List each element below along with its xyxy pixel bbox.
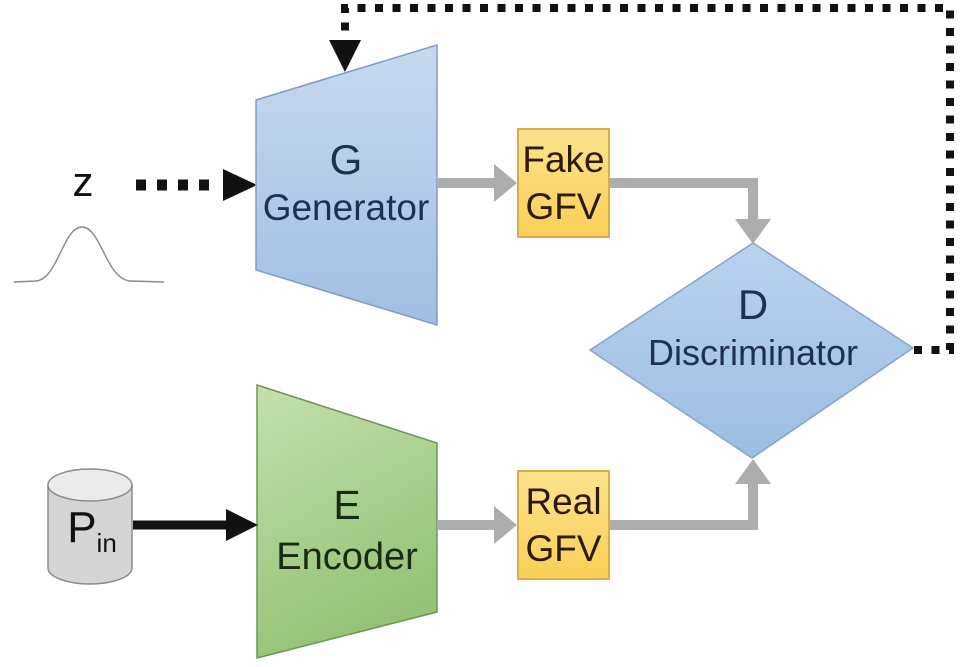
fake-gfv-line2: GFV xyxy=(525,186,602,227)
fake-gfv-line1: Fake xyxy=(522,139,605,180)
cylinder-body xyxy=(47,484,133,585)
generator-letter: G xyxy=(329,136,363,183)
discriminator-letter: D xyxy=(737,281,769,328)
encoder-letter: E xyxy=(333,482,361,528)
discriminator-bottom-arrowhead-icon xyxy=(735,459,771,484)
generator-label: G Generator xyxy=(246,136,446,232)
realgfv-arrowhead-icon xyxy=(494,506,517,544)
noise-arrowhead-icon xyxy=(223,169,257,201)
gaussian-curve xyxy=(13,226,165,283)
input-data-cylinder xyxy=(47,468,133,585)
discriminator-top-arrowhead-icon xyxy=(735,219,771,244)
noise-label: z xyxy=(72,158,94,205)
real-gfv-line1: Real xyxy=(525,481,602,522)
input-data-base: P xyxy=(67,503,97,552)
generator-shape xyxy=(255,43,438,327)
encoder-arrowhead-icon xyxy=(226,509,258,541)
real-gfv-box: Real GFV xyxy=(517,470,610,580)
encoder-name: Encoder xyxy=(276,536,418,578)
encoder-label: E Encoder xyxy=(247,479,447,583)
discriminator-label: D Discriminator xyxy=(601,281,905,377)
cylinder-top xyxy=(47,468,133,502)
feedback-loop-dotted-line xyxy=(341,4,954,354)
feedback-arrowhead-icon xyxy=(329,40,361,72)
input-data-subscript: in xyxy=(96,527,117,558)
fake-gfv-box: Fake GFV xyxy=(517,128,610,238)
discriminator-shape xyxy=(588,242,915,459)
real-gfv-line2: GFV xyxy=(525,528,602,569)
realgfv-to-discriminator-line xyxy=(610,482,758,530)
fakegfv-to-discriminator-line xyxy=(610,178,758,221)
discriminator-name: Discriminator xyxy=(647,332,859,373)
encoder-shape xyxy=(256,383,438,659)
fakegfv-arrowhead-icon xyxy=(494,164,517,202)
input-data-label: Pin xyxy=(50,500,134,556)
generator-name: Generator xyxy=(262,187,430,228)
